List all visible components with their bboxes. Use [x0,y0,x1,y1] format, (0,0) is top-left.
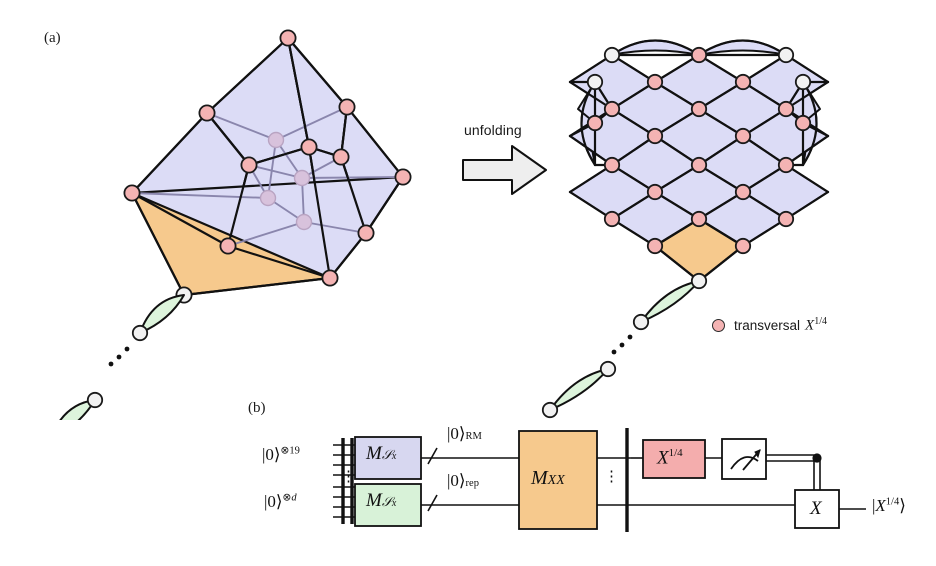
gate-prep-rm-label: M𝒮x [366,443,397,464]
tail-left [59,294,185,420]
tail-right [541,272,708,419]
gate-mxx [518,430,598,530]
input-label-bottom: |0⟩⊗d [264,492,297,511]
gate-x-quarter [642,439,706,479]
meter-icon-arc [730,456,759,470]
unfolding-arrow [462,145,547,195]
gate-measure [721,438,767,480]
legend-math: X1/4 [805,316,827,335]
gate-x-correction-label: X [810,498,822,519]
lattice-nodes [586,46,812,255]
legend-marker-icon [712,318,725,332]
legend: transversal X1/4 [712,316,827,335]
gate-x-correction [794,489,840,529]
panel-a-label: (a) [44,30,61,46]
folded-polyhedron [59,29,412,420]
wire-label-rm: |0⟩RM [447,424,482,443]
unfolded-lattice [541,39,830,419]
panel-a-graphic: .f-lav { fill:#dcdcf6; stroke:#111; stro… [59,29,830,420]
input-label-top: |0⟩⊗19 [262,445,300,464]
output-label: |X1/4⟩ [872,496,906,515]
legend-label: transversal X1/4 [734,316,827,335]
unfolding-label: unfolding [464,122,522,138]
input-vertical-dots: ⋮ [341,469,356,485]
wire-label-rep: |0⟩rep [447,471,479,490]
legend-math-exponent: 1/4 [814,316,827,327]
gate-prep-rep-label: M𝒮x [366,490,397,511]
classical-wire [766,454,821,492]
mxx-vertical-dots: ⋮ [604,469,619,485]
control-dot-icon [812,453,822,463]
gate-prep-rm [354,436,422,480]
panel-b-label: (b) [248,400,266,416]
gate-mxx-label: MXX [531,467,565,489]
hidden-nodes [259,131,313,231]
legend-math-base: X [805,317,815,334]
input-barrier [341,438,354,524]
legend-text: transversal [734,317,801,333]
gate-x-quarter-label: X1/4 [657,447,683,469]
